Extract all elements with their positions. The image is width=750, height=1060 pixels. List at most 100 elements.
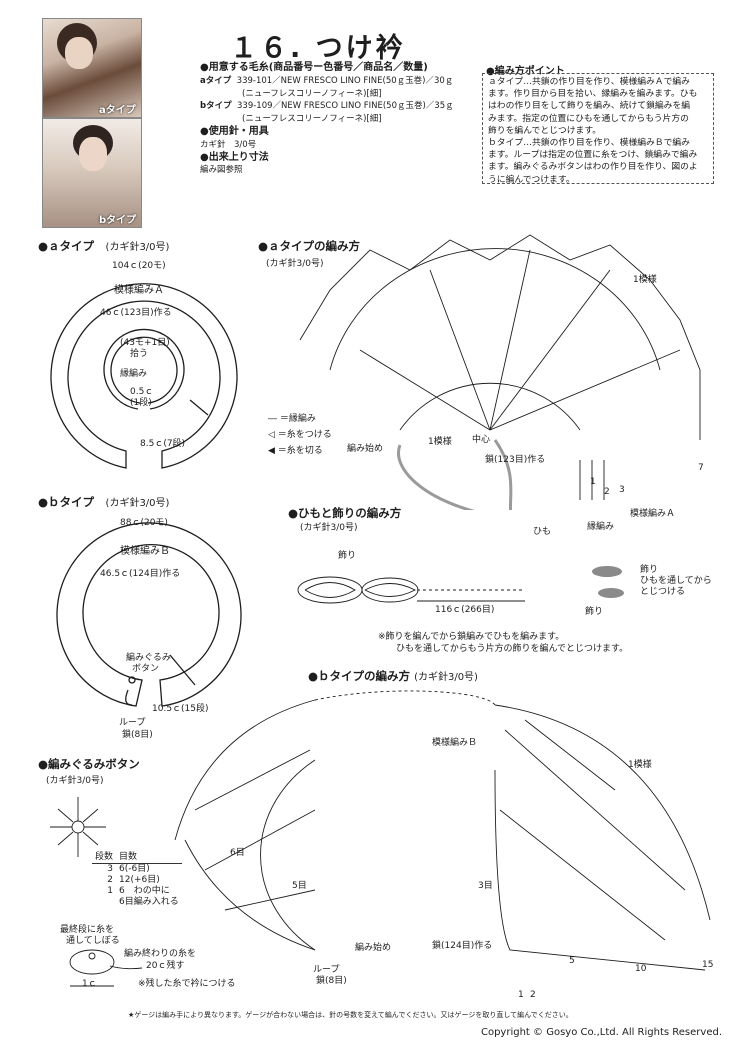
a-chart-heading: ●ａタイプの編み方	[258, 239, 361, 253]
b-chart-n2: 2	[530, 990, 536, 1000]
a-center: 中心	[472, 435, 491, 445]
string-note2: ひもを通してからもう片方の飾りを編んでとじつけます。	[396, 644, 629, 654]
b-chart-left-inner	[260, 759, 316, 951]
ornament-right	[361, 577, 419, 603]
button-side-view	[69, 949, 143, 987]
a-chart-ray	[489, 269, 611, 431]
points-line: ます。編みぐるみボタンはわの作り目を作り、図のよ	[488, 162, 698, 173]
a-start: 編み始め	[347, 444, 384, 454]
a-edge: 縁編み	[587, 522, 615, 532]
b-chart-n10: 10	[635, 964, 647, 974]
a-chart-needle: (カギ針3/0号)	[266, 259, 324, 269]
b-chart-n15: 15	[702, 960, 714, 970]
photo-a-face	[65, 37, 93, 69]
b-rows6: 6目	[230, 848, 245, 858]
b-inner-size: 46.5ｃ(124目)作る	[100, 569, 181, 579]
a-string: ひも	[533, 527, 552, 537]
button-thread1: 最終段に糸を	[60, 925, 115, 935]
b-button	[128, 676, 136, 684]
needle-heading: ●使用針・用具	[200, 125, 269, 137]
size-value: 編み図参照	[200, 165, 243, 176]
button-ring	[71, 820, 85, 834]
string-heading: ●ひもと飾りの編み方	[288, 506, 402, 520]
b-start: 編み始め	[355, 943, 392, 953]
right-ornament-note1: ひもを通してから	[640, 576, 712, 586]
b-one-repeat: 1模様	[628, 760, 652, 770]
b-button-label1: 編みぐるみ	[126, 653, 171, 663]
legend-cut: ◀ ＝糸を切る	[268, 446, 323, 456]
a-chart-ray	[429, 269, 491, 431]
a-yarn-line: 339-101／NEW FRESCO LINO FINE(50ｇ玉巻)／30ｇ	[236, 75, 454, 86]
button-table-header: 段数 目数	[92, 852, 182, 864]
string-note1: ※飾りを編んでから鎖編みでひもを編みます。	[378, 632, 565, 642]
points-heading: ●編み方ポイント	[486, 66, 565, 77]
b-chart-left-grid	[194, 749, 316, 911]
button-thread2: 通してしぼる	[66, 936, 120, 946]
button-tail	[109, 965, 143, 970]
points-line: はわの作り目をして飾りを編み、続けて鎖編みを編	[488, 101, 691, 112]
points-line: ます。ループは指定の位置に糸をつけ、鎖編みで編み	[488, 150, 698, 161]
string-ornament: 飾り	[338, 551, 357, 561]
ornament-right-1	[592, 566, 622, 577]
right-ornament-note2: とじつける	[640, 587, 686, 597]
a-pickup2: 拾う	[130, 349, 149, 359]
a-edge-width: 0.5ｃ	[130, 387, 154, 397]
button-needle: (カギ針3/0号)	[46, 776, 104, 786]
copyright: Copyright © Gosyo Co.,Ltd. All Rights Re…	[480, 1027, 722, 1038]
a-one-repeat: 1模様	[428, 437, 452, 447]
b-rows3: 3目	[478, 881, 493, 891]
b-chart-right-rays	[499, 719, 686, 941]
b-loop	[125, 689, 133, 706]
a-chart-n7: 7	[698, 463, 704, 473]
b-type-heading: ●ｂタイプ (カギ針3/0号)	[38, 495, 170, 509]
a-pickup1: (43モ+1目)	[120, 338, 170, 348]
table-row: 6目編み入れる	[119, 897, 179, 907]
b-button-label2: ボタン	[132, 664, 160, 674]
a-pattern: 模様編みＡ	[630, 509, 676, 519]
b-chart-n1: 1	[518, 990, 524, 1000]
b-depth-arrow	[169, 654, 196, 686]
a-inner-size: 46ｃ(123目)作る	[100, 308, 172, 318]
page-title: １６. つけ衿	[230, 33, 406, 64]
size-heading: ●出来上り寸法	[200, 151, 269, 163]
string-diagram	[297, 576, 525, 604]
a-chart-outer-edge	[299, 234, 701, 440]
button-body	[69, 949, 115, 975]
b-chart-left-rays	[184, 839, 316, 951]
button-end1: 編み終わりの糸を	[124, 949, 197, 959]
b-loop1: ループ	[119, 718, 146, 728]
a-depth-arrow	[189, 399, 209, 416]
points-line: ｂタイプ…共鎖の作り目を作り、模様編みＢで編み	[488, 138, 690, 149]
right-ornament-label: 飾り	[640, 565, 659, 575]
materials-block: ●用意する毛糸(商品番号ー色番号／商品名／数量) aタイプ 339-101／NE…	[200, 62, 454, 177]
a-chain: 鎖(123目)作る	[485, 455, 546, 465]
b-outer-size: 88ｃ(20モ)	[120, 518, 168, 528]
col-rows: 段数	[92, 852, 117, 864]
gauge-note: ★ゲージは編み手により異なります。ゲージが合わない場合は、針の号数を変えて編んで…	[128, 1011, 573, 1019]
a-yarn-line2: (ニューフレスコリーノフィーネ)[細]	[242, 88, 382, 99]
b-chart-right-outer	[494, 704, 711, 921]
b-outer-ring	[56, 522, 242, 707]
a-type-label: aタイプ	[200, 75, 232, 86]
a-pattern-label: 模様編みＡ	[114, 285, 164, 296]
a-depth: 8.5ｃ(7段)	[140, 439, 186, 449]
button-spokes	[50, 797, 106, 857]
b-chain: 鎖(124目)作る	[432, 941, 493, 951]
a-chart-mid-arc	[329, 248, 661, 371]
b-yarn-line: 339-109／NEW FRESCO LINO FINE(50ｇ玉巻)／35ｇ	[237, 101, 454, 112]
b-pattern: 模様編みＢ	[432, 738, 478, 748]
a-type-heading: ●ａタイプ (カギ針3/0号)	[38, 239, 170, 253]
string-needle: (カギ針3/0号)	[300, 523, 358, 533]
string-length: 116ｃ(266目)	[435, 605, 495, 615]
b-type-diagram	[56, 522, 242, 707]
a-chart-n1: 1	[590, 477, 596, 487]
photo-b-type: bタイプ	[42, 118, 142, 228]
b-type-label: bタイプ	[200, 101, 232, 112]
a-chart-ray	[489, 349, 681, 431]
a-outer-ring	[50, 283, 238, 469]
button-note: ※残した糸で衿につける	[138, 979, 236, 989]
